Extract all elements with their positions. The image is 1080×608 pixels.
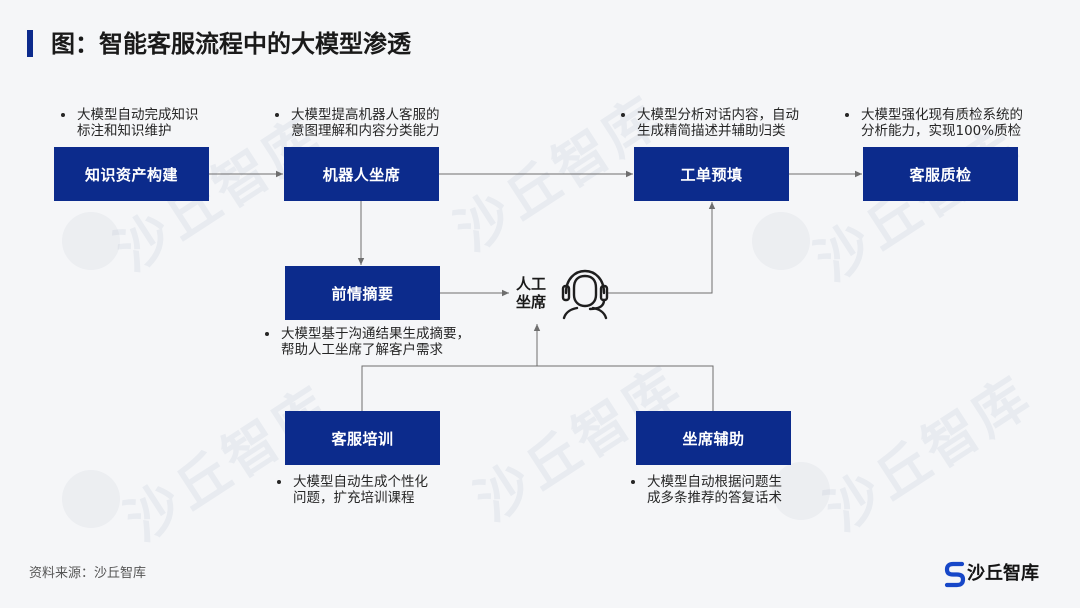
node-context-summary: 前情摘要 [285,266,440,320]
connector-human-to-ticket [608,202,716,294]
note-line: 大模型自动生成个性化 [277,474,428,490]
source-note: 资料来源：沙丘智库 [29,566,147,581]
node-robot-agent: 机器人坐席 [284,147,439,201]
node-ticket-prefill: 工单预填 [634,147,789,201]
note-line: 标注和知识维护 [77,123,172,139]
note-context-summary: 大模型基于沟通结果生成摘要， 帮助人工坐席了解客户需求 [265,326,470,358]
watermark-logo [62,212,120,270]
watermark-logo [752,212,810,270]
human-agent-label: 人工 坐席 [512,275,550,311]
watermark-logo [62,470,120,528]
note-line: 大模型基于沟通结果生成摘要， [265,326,470,342]
note-line: 意图理解和内容分类能力 [291,123,440,139]
note-line: 大模型自动完成知识 [61,107,199,123]
title-accent-bar [27,30,33,57]
note-line: 大模型分析对话内容，自动 [621,107,799,123]
human-agent-label-line: 坐席 [515,293,546,311]
node-agent-training: 客服培训 [285,411,440,465]
connector-training-assist-bridge [361,365,714,411]
note-agent-assist: 大模型自动根据问题生 成多条推荐的答复话术 [631,474,782,506]
node-knowledge: 知识资产构建 [54,147,209,201]
page-title: 图：智能客服流程中的大模型渗透 [51,30,411,58]
note-knowledge: 大模型自动完成知识 标注和知识维护 [61,107,199,139]
headset-person-icon [561,269,609,320]
note-line: 帮助人工坐席了解客户需求 [281,342,443,358]
note-line: 问题，扩充培训课程 [293,490,415,506]
node-quality-check: 客服质检 [863,147,1018,201]
note-agent-training: 大模型自动生成个性化 问题，扩充培训课程 [277,474,428,506]
brand-name: 沙丘智库 [967,563,1039,584]
note-line: 大模型提高机器人客服的 [275,107,440,123]
note-line: 生成精简描述并辅助归类 [637,123,786,139]
note-line: 分析能力，实现100%质检 [861,123,1022,139]
note-robot-agent: 大模型提高机器人客服的 意图理解和内容分类能力 [275,107,440,139]
note-ticket-prefill: 大模型分析对话内容，自动 生成精简描述并辅助归类 [621,107,799,139]
note-line: 大模型强化现有质检系统的 [845,107,1023,123]
note-line: 成多条推荐的答复话术 [647,490,782,506]
note-quality-check: 大模型强化现有质检系统的 分析能力，实现100%质检 [845,107,1023,139]
brand-logo-icon [944,561,966,588]
watermark-logo [772,462,830,520]
human-agent-label-line: 人工 [515,275,546,293]
note-line: 大模型自动根据问题生 [631,474,782,490]
node-agent-assist: 坐席辅助 [636,411,791,465]
